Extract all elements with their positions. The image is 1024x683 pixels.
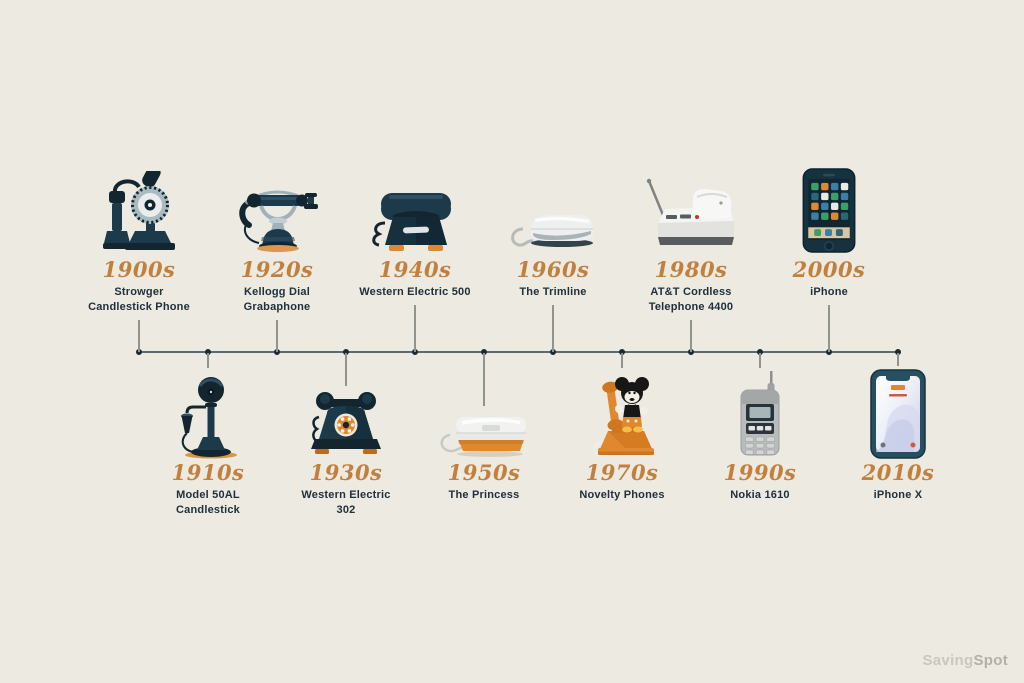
decade-label: 1980s [654,257,728,282]
timeline-item-1980s: 1980s AT&T Cordless Telephone 4400 [616,168,766,352]
nokia-1610-icon [685,353,835,459]
timeline-dot [343,349,349,355]
brand-logo: SavingSpot [922,652,1008,669]
decade-label: 2000s [792,257,866,282]
timeline-item-1910s: 1910s Model 50AL Candlestick [133,353,283,518]
decade-label: 2010s [861,460,935,485]
timeline-dot [619,349,625,355]
timeline-item-1960s: 1960s The Trimline [478,168,628,352]
timeline-dot [481,349,487,355]
decade-label: 1940s [378,257,452,282]
phone-name: Western Electric 302 [301,489,391,516]
phone-name: Model 50AL Candlestick [176,489,240,516]
decade-label: 1990s [723,460,797,485]
phone-name: Novelty Phones [579,489,665,501]
connector-line [621,353,623,368]
phone-name: Kellogg Dial Grabaphone [243,286,311,313]
trimline-phone-icon [478,168,628,256]
timeline-item-1950s: 1950s The Princess [409,353,559,503]
timeline-dot [895,349,901,355]
timeline-item-1900s: 1900s Strowger Candlestick Phone [64,168,214,352]
timeline-item-1930s: 1930s Western Electric 302 [271,353,421,518]
connector-line [345,353,347,386]
connector-line [759,353,761,368]
decade-label: 1970s [585,460,659,485]
timeline-dot [550,349,556,355]
phone-name: iPhone [810,286,848,298]
phone-name: Strowger Candlestick Phone [88,286,190,313]
connector-line [138,320,140,352]
timeline-dot [136,349,142,355]
timeline-dot [274,349,280,355]
mickey-novelty-phone-icon [547,353,697,459]
western-electric-302-icon [271,353,421,459]
phone-name: iPhone X [873,489,923,501]
connector-line [552,305,554,352]
iphone-icon [754,168,904,256]
timeline-dot [412,349,418,355]
timeline-item-2010s: 2010s iPhone X [823,353,973,503]
strowger-candlestick-phone-icon [64,168,214,256]
timeline-item-1990s: 1990s Nokia 1610 [685,353,835,503]
connector-line [207,353,209,368]
timeline-dot [205,349,211,355]
timeline-axis [139,351,898,353]
connector-line [414,305,416,352]
connector-line [483,353,485,406]
decade-label: 1930s [309,460,383,485]
decade-label: 1900s [102,257,176,282]
decade-label: 1920s [240,257,314,282]
decade-label: 1960s [516,257,590,282]
kellogg-grabaphone-icon [202,168,352,256]
connector-line [897,353,899,366]
phone-name: The Trimline [519,286,587,298]
western-electric-500-icon [340,168,490,256]
timeline-dot [826,349,832,355]
phone-name: Western Electric 500 [359,286,471,298]
phone-name: Nokia 1610 [730,489,790,501]
phone-name: The Princess [448,489,520,501]
model-50al-candlestick-icon [133,353,283,459]
brand-logo-spot: Spot [973,652,1008,669]
timeline-item-1940s: 1940s Western Electric 500 [340,168,490,352]
phone-name: AT&T Cordless Telephone 4400 [648,286,734,313]
timeline-item-1920s: 1920s Kellogg Dial Grabaphone [202,168,352,352]
timeline-item-1970s: 1970s Novelty Phones [547,353,697,503]
princess-phone-icon [409,353,559,459]
timeline-item-2000s: 2000s iPhone [754,168,904,352]
timeline-dot [757,349,763,355]
connector-line [828,305,830,352]
timeline-dot [688,349,694,355]
connector-line [276,320,278,352]
connector-line [690,320,692,352]
brand-logo-saving: Saving [922,652,974,669]
iphone-x-icon [823,353,973,459]
att-cordless-4400-icon [616,168,766,256]
decade-label: 1950s [447,460,521,485]
decade-label: 1910s [171,460,245,485]
